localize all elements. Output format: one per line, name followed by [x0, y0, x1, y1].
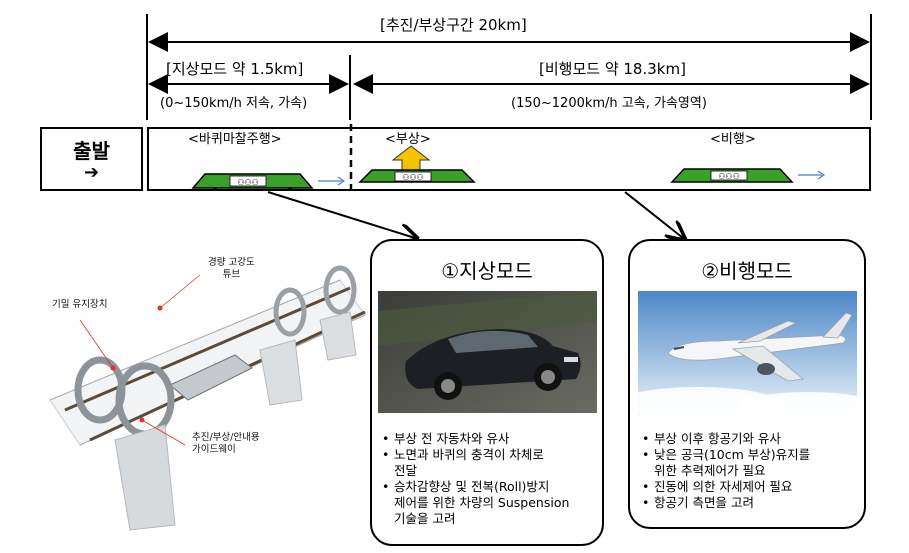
tube-illustration [49, 265, 366, 531]
connector-arrows [267, 191, 909, 260]
list-item-text: 기술을 고려 [394, 511, 456, 526]
list-item: 낮은 공극(10cm 부상)유지를 [642, 447, 810, 463]
ground-mode-title: ①지상모드 [441, 259, 533, 283]
airplane-photo [638, 291, 857, 415]
flight-span-label: [비행모드 약 18.3km] [539, 60, 686, 78]
start-box: 출발 ➔ [40, 127, 143, 191]
tube-label: 경량 고강도 튜브 [208, 257, 255, 280]
guideway-label: 추진/부상/안내용 가이드웨이 [192, 432, 260, 455]
list-item-continued: 위한 추력제어가 필요 [642, 463, 810, 479]
list-item-continued: 전달 [382, 463, 569, 479]
vehicle-1-icon: ⚇⚇⚇ [191, 173, 314, 191]
flight-mode-title: ②비행모드 [701, 259, 793, 283]
flight-mode-card: ②비행모드 부상 이후 항공기와 유사 낮은 공극(10cm 부상)유지를 위한… [628, 239, 866, 529]
list-item-text: 전달 [394, 463, 418, 478]
svg-text:⚇⚇⚇: ⚇⚇⚇ [237, 178, 259, 187]
track-vehicles: ⚇⚇⚇ ⚇⚇⚇ ⚇⚇⚇ [191, 145, 826, 191]
list-item: 부상 전 자동차와 유사 [382, 431, 569, 447]
list-item-continued: 기술을 고려 [382, 511, 569, 527]
span-arrows [146, 14, 872, 120]
flight-speed-label: (150~1200km/h 고속, 가속영역) [511, 96, 707, 111]
ground-mode-bullets: 부상 전 자동차와 유사 노면과 바퀴의 충격이 차체로 전달 승차감향상 및 … [382, 431, 569, 527]
vehicle-3-icon: ⚇⚇⚇ [670, 168, 794, 183]
list-item: 항공기 측면을 고려 [642, 495, 810, 511]
ground-mode-card: ①지상모드 부상 전 자동차와 유사 노면과 바퀴의 충격이 차체로 전달 승차… [370, 239, 604, 546]
start-label: 출발 [73, 139, 110, 163]
list-item-text: 제어를 위한 차량의 Suspension [394, 495, 570, 510]
svg-text:⚇⚇⚇: ⚇⚇⚇ [718, 172, 740, 181]
seal-label: 기밀 유지장치 [52, 299, 108, 310]
list-item-text: 위한 추력제어가 필요 [654, 463, 766, 478]
list-item: 승차감향상 및 전복(Roll)방지 [382, 479, 569, 495]
stage-wheel-label: <바퀴마찰주행> [188, 132, 282, 147]
flight-mode-bullets: 부상 이후 항공기와 유사 낮은 공극(10cm 부상)유지를 위한 추력제어가… [642, 431, 810, 511]
stage-flight-label: <비행> [710, 132, 756, 147]
svg-text:⚇⚇⚇: ⚇⚇⚇ [402, 173, 424, 182]
start-arrow-icon: ➔ [83, 162, 100, 183]
stage-levitate-label: <부상> [385, 132, 431, 147]
car-photo [378, 291, 597, 413]
vehicle-2-icon: ⚇⚇⚇ [358, 169, 476, 183]
list-item: 노면과 바퀴의 충격이 차체로 [382, 447, 569, 463]
ground-speed-label: (0~150km/h 저속, 가속) [160, 96, 308, 111]
lift-arrow-icon [391, 145, 431, 171]
list-item: 부상 이후 항공기와 유사 [642, 431, 810, 447]
list-item: 진동에 의한 자세제어 필요 [642, 479, 810, 495]
list-item-continued: 제어를 위한 차량의 Suspension [382, 495, 569, 511]
track-box [147, 127, 871, 191]
ground-span-label: [지상모드 약 1.5km] [166, 60, 304, 78]
total-span-label: [추진/부상구간 20km] [380, 16, 527, 34]
